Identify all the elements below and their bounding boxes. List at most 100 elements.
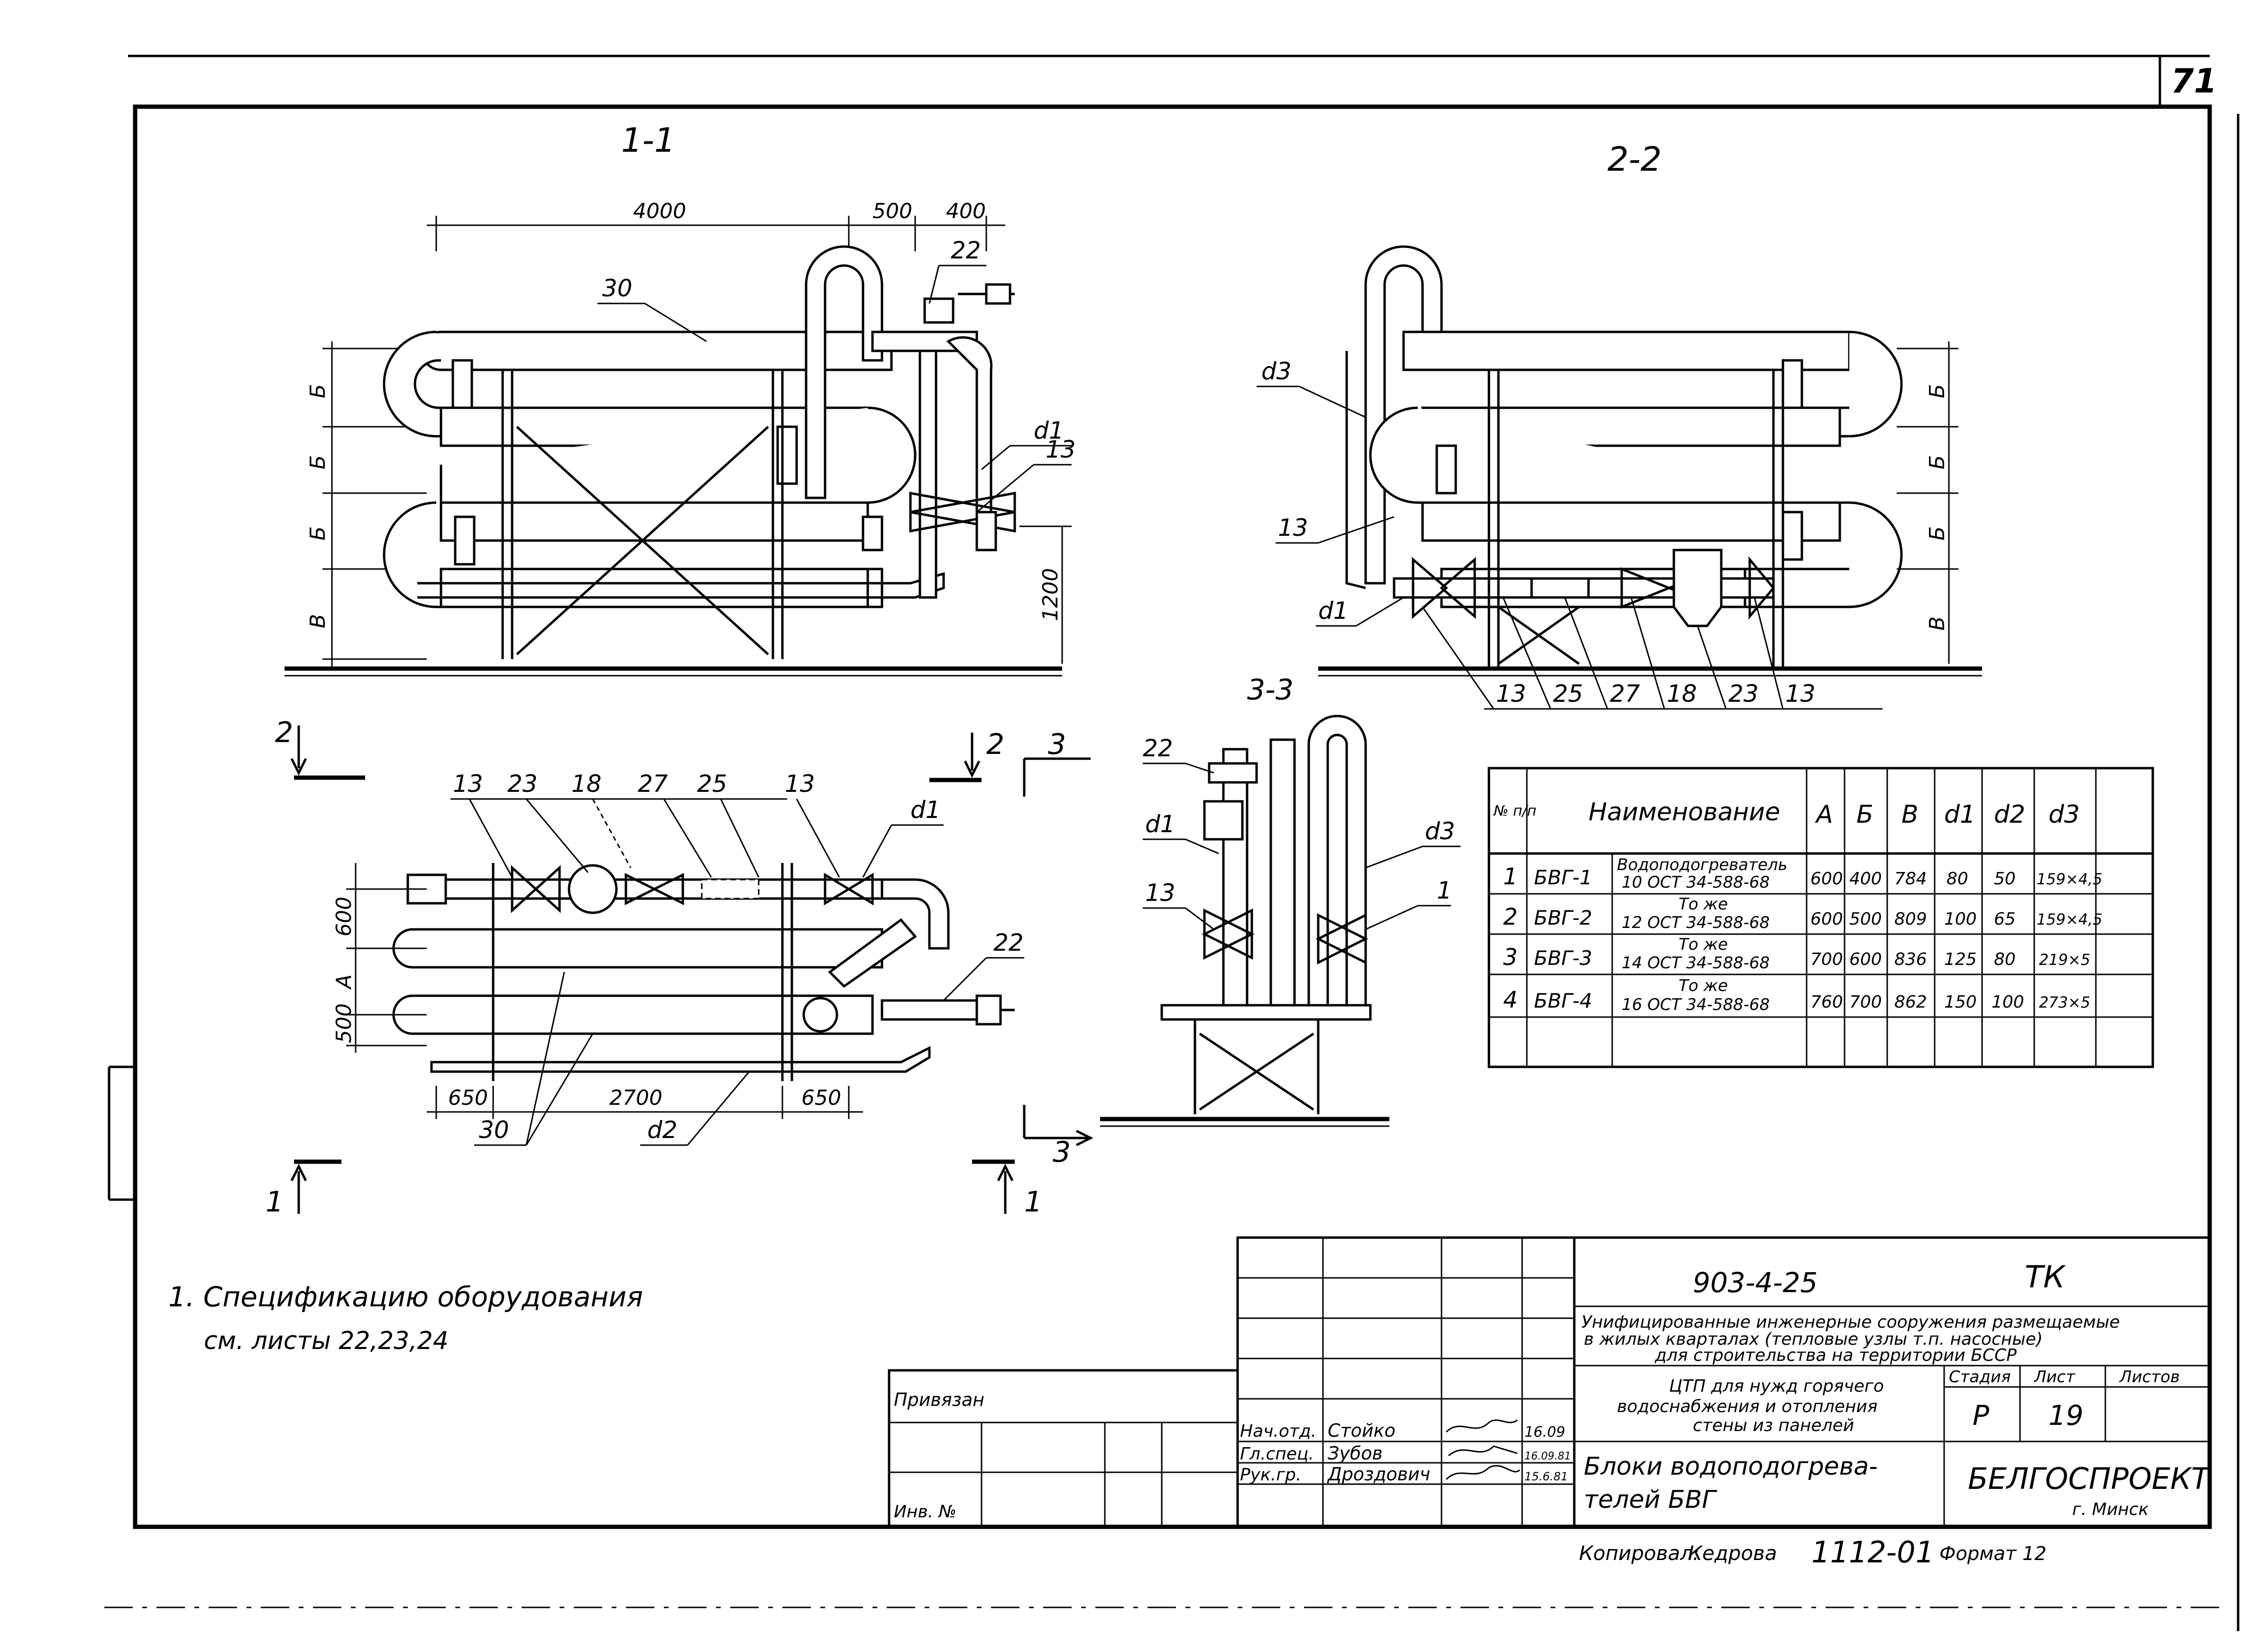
th-d2: d2 [1994,800,2025,829]
stage-value: Р [1973,1399,1989,1432]
cell-v: 809 [1894,909,1927,929]
plan-callout-25: 25 [697,770,727,798]
view-title-1-1: 1-1 [621,121,675,160]
callout-bottom-18: 18 [1667,680,1697,707]
object-line-3: стены из панелей [1693,1416,1854,1435]
cell-b: 600 [1849,950,1882,969]
org-city: г. Минск [2072,1500,2149,1519]
dim-b-2: Б [306,455,330,469]
cell-a: 600 [1810,869,1843,889]
project-line-1: Унифицированные инженерные сооружения ра… [1581,1312,2120,1332]
cell-name1: То же [1679,935,1728,954]
cell-n: 4 [1503,987,1518,1013]
plan-callout-13b: 13 [785,770,815,798]
sheet-header: Лист [2033,1367,2075,1386]
date-1: 16.09 [1524,1424,1565,1441]
cell-d2: 65 [1994,909,2016,929]
dim-500-plan: 500 [332,1003,356,1043]
cell-code: БВГ-3 [1534,946,1592,970]
cell-d1: 80 [1947,869,1968,889]
plan-callout-23: 23 [507,770,538,798]
cut-1-left: 1 [266,1185,284,1219]
general-note: 1. Спецификацию оборудования см. листы 2… [168,1281,643,1355]
equipment-table: № п/п Наименование А Б В d1 d2 d3 1 БВГ-… [1488,767,2154,1068]
view-title-2-2: 2-2 [1607,140,1662,179]
dim-650-b: 650 [801,1086,841,1110]
project-line-3: для строительства на территории БССР [1654,1346,2017,1365]
cut-2-right: 2 [986,728,1004,761]
project-line-2: в жилых кварталах (тепловые узлы т.п. на… [1584,1330,2043,1349]
note-line-1: 1. Спецификацию оборудования [168,1281,643,1313]
callout-30: 30 [602,275,633,302]
plan-callout-13a: 13 [453,770,483,798]
dim-b-3: Б [306,526,330,541]
plan-callout-d2: d2 [647,1116,678,1144]
plan-callout-18: 18 [571,770,602,798]
title-block: Привязан Инв. № Нач.отд. Стойко 16.09 Гл… [888,1236,2211,1569]
dim-500: 500 [872,199,912,223]
cell-b: 400 [1849,869,1882,889]
stage-header: Стадия [1949,1367,2011,1386]
callout-13-v22: 13 [1278,514,1308,541]
cell-v: 784 [1894,869,1927,889]
cell-name2: 16 ОСТ 34-588-68 [1622,995,1770,1014]
dim-b-5: Б [1925,455,1949,469]
cell-d2: 100 [1992,992,2024,1012]
v33-callout-1: 1 [1437,877,1452,904]
date-3: 15.6.81 [1524,1470,1568,1483]
dim-600: 600 [332,897,356,936]
format-label: Формат 12 [1939,1543,2047,1565]
callout-13: 13 [1046,436,1076,463]
name-3: Дроздович [1327,1464,1430,1485]
dim-v: В [306,614,330,628]
callout-d3: d3 [1261,358,1292,385]
cell-code: БВГ-1 [1534,866,1592,889]
cell-name2: 12 ОСТ 34-588-68 [1622,913,1770,932]
copy-code: 1112-01 [1811,1535,1934,1569]
view-title-3-3: 3-3 [1247,673,1294,707]
plan-callout-22: 22 [993,929,1024,956]
th-d3: d3 [2048,800,2080,829]
date-2: 16.09.81 [1524,1450,1571,1462]
callout-bottom-13a: 13 [1496,680,1526,707]
view-3-3: 3-3 22 d1 13 d3 1 [1100,673,1460,1127]
callout-22: 22 [951,237,981,264]
inv-label: Инв. № [894,1502,956,1522]
cell-d2: 80 [1994,950,2016,969]
table-row: 2 БВГ-2 То же 12 ОСТ 34-588-68 600 500 8… [1503,895,2103,932]
cell-v: 862 [1894,992,1927,1012]
cell-name1: То же [1679,895,1728,914]
signature-3 [1445,1465,1521,1480]
table-row: 1 БВГ-1 Водоподогреватель 10 ОСТ 34-588-… [1503,855,2103,892]
bound-label: Привязан [894,1389,984,1410]
org-name: БЕЛГОСПРОЕКТ [1968,1461,2211,1496]
note-line-2: см. листы 22,23,24 [204,1327,449,1355]
sheet-title-2: телей БВГ [1584,1486,1717,1514]
cell-b: 500 [1849,909,1882,929]
cell-v: 836 [1894,950,1927,969]
cut-3-top: 3 [1048,728,1066,761]
dim-b-1: Б [306,384,330,398]
name-1: Стойко [1328,1420,1396,1441]
cell-code: БВГ-2 [1534,906,1592,929]
cell-d3: 273×5 [2039,993,2090,1011]
th-name: Наименование [1589,798,1780,826]
callout-bottom-23: 23 [1728,680,1759,707]
plan-callout-d1: d1 [910,796,941,824]
cell-d1: 100 [1944,909,1977,929]
section-markers: 2 2 3 3 1 1 [266,716,1093,1219]
dim-a: А [332,974,356,990]
cell-n: 1 [1503,863,1518,890]
callout-bottom-13b: 13 [1785,680,1816,707]
cell-a: 760 [1810,992,1843,1012]
plan-view: 600 А 500 650 2700 650 13 23 18 27 25 13… [332,770,1024,1146]
copier-name: Кедрова [1688,1542,1777,1565]
cut-3-bottom: 3 [1053,1136,1071,1169]
view-2-2: 2-2 Б Б [1257,140,1982,710]
table-row: 4 БВГ-4 То же 16 ОСТ 34-588-68 760 700 8… [1503,976,2090,1014]
v33-callout-13: 13 [1145,879,1175,907]
dim-650-a: 650 [448,1086,488,1110]
table-row: 3 БВГ-3 То же 14 ОСТ 34-588-68 700 600 8… [1503,935,2090,973]
signature-1 [1445,1419,1518,1433]
